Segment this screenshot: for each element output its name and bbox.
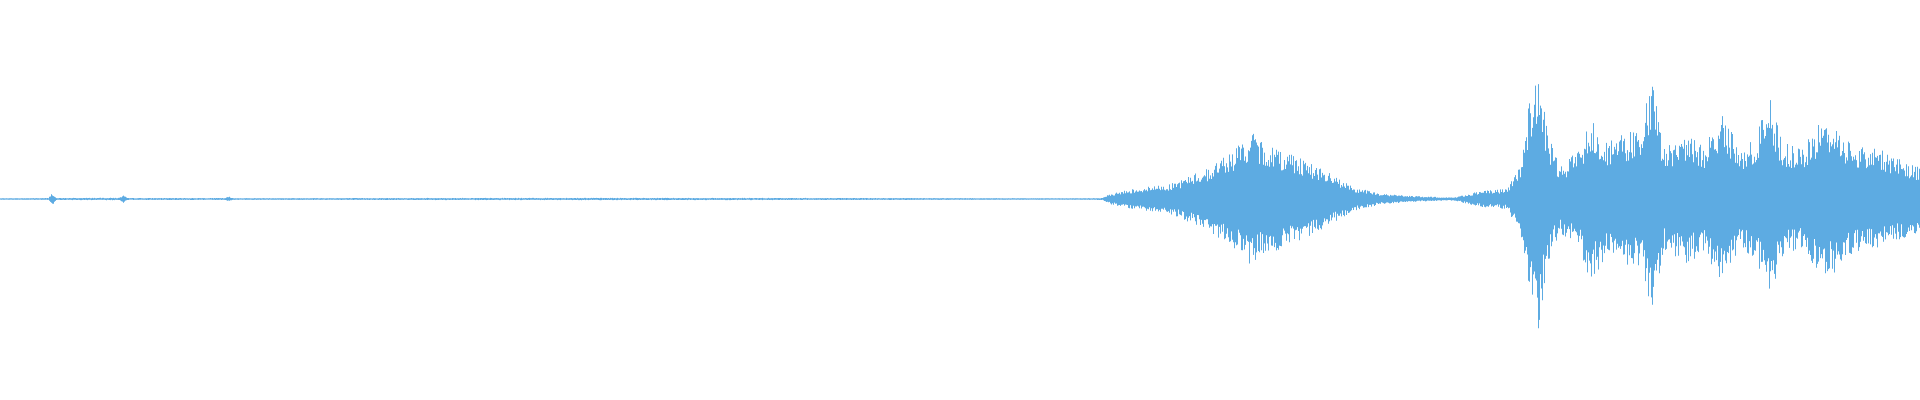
waveform-bars: [0, 84, 1920, 329]
waveform-samples: [0, 84, 1920, 329]
